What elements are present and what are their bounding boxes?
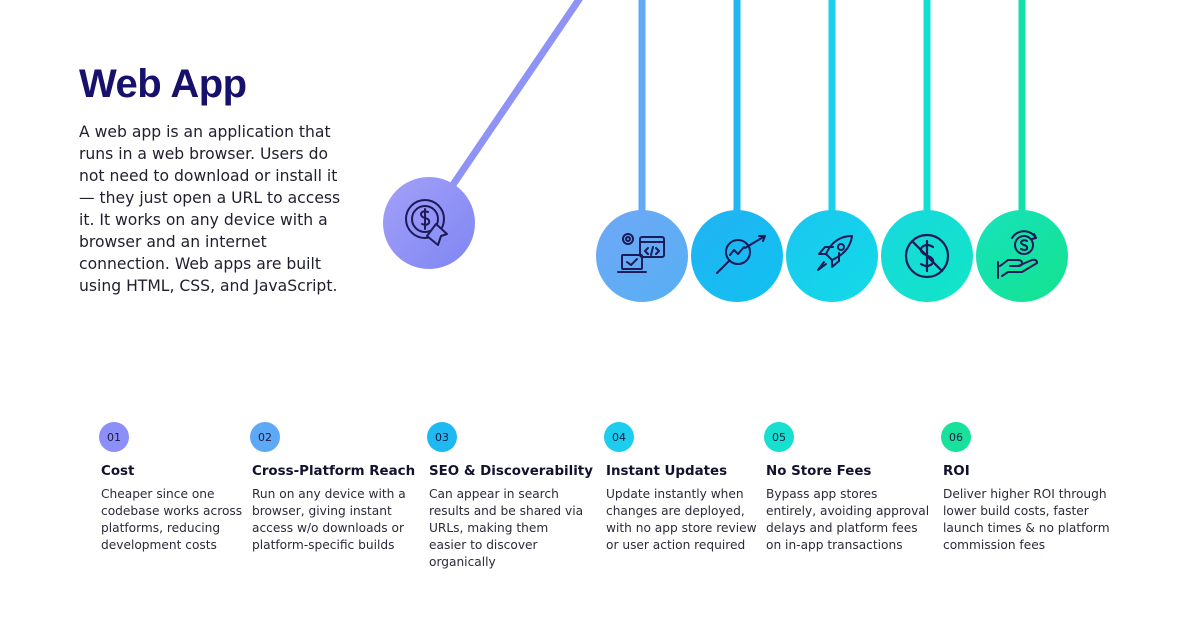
no-dollar-icon: [881, 210, 973, 302]
web-development-icon: [596, 210, 688, 302]
hand-money-icon: [976, 210, 1068, 302]
dollar-cycle-arrow-icon: [383, 177, 475, 269]
number-badge: 01: [99, 422, 129, 452]
feature-text: Deliver higher ROI through lower build c…: [943, 487, 1110, 552]
feature-title: No Store Fees: [766, 464, 872, 479]
feature-title: SEO & Discoverability: [429, 464, 593, 479]
search-growth-icon: [691, 210, 783, 302]
number-badge: 05: [764, 422, 794, 452]
feature-text: Update instantly when changes are deploy…: [606, 487, 757, 552]
feature-item-instant-updates: 04 Instant Updates Update instantly when…: [604, 422, 784, 554]
feature-text: Can appear in search results and be shar…: [429, 487, 584, 569]
badge-number: 04: [612, 430, 626, 444]
badge-number: 01: [107, 430, 121, 444]
badge-number: 06: [949, 430, 963, 444]
feature-item-cost: 01 Cost Cheaper since one codebase works…: [99, 422, 279, 554]
number-badge: 02: [250, 422, 280, 452]
rocket-icon: [786, 210, 878, 302]
feature-text: Cheaper since one codebase works across …: [101, 487, 243, 552]
badge-number: 02: [258, 430, 272, 444]
feature-title: Instant Updates: [606, 464, 728, 479]
web-app-description: A web app is an application that runs in…: [79, 123, 341, 295]
feature-item-roi: 06 ROI Deliver higher ROI through lower …: [941, 422, 1121, 554]
feature-item-no-store-fees: 05 No Store Fees Bypass app stores entir…: [764, 422, 944, 554]
number-badge: 04: [604, 422, 634, 452]
feature-text: Bypass app stores entirely, avoiding app…: [766, 487, 930, 552]
number-badge: 06: [941, 422, 971, 452]
number-badge: 03: [427, 422, 457, 452]
badge-number: 05: [772, 430, 786, 444]
feature-title: Cost: [101, 464, 135, 479]
feature-title: Cross-Platform Reach: [252, 464, 416, 479]
page-title: Web App: [79, 62, 247, 106]
feature-title: ROI: [943, 464, 970, 479]
feature-item-seo-discoverability: 03 SEO & Discoverability Can appear in s…: [427, 422, 607, 571]
pendulum-string-1: [442, 0, 583, 199]
feature-text: Run on any device with a browser, giving…: [252, 487, 406, 552]
badge-number: 03: [435, 430, 449, 444]
feature-item-cross-platform-reach: 02 Cross-Platform Reach Run on any devic…: [250, 422, 430, 554]
